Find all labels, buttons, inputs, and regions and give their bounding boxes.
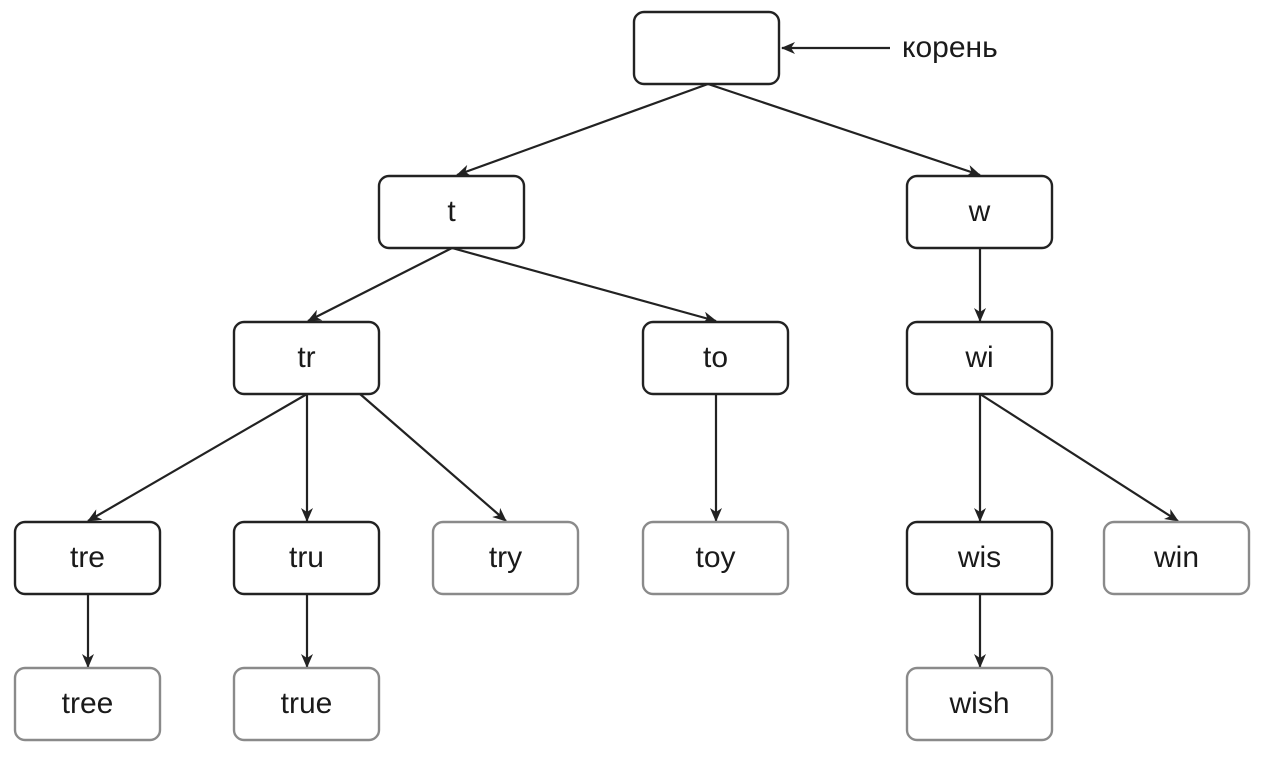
node-tr: tr (232, 320, 381, 396)
node-root (632, 10, 781, 86)
node-box (905, 666, 1054, 742)
root-pointer: корень (781, 31, 998, 64)
node-tre: tre (13, 520, 162, 596)
node-t: t (377, 174, 526, 250)
edge-tr-tre (87, 393, 308, 522)
node-tree: tree (13, 666, 162, 742)
edge-wi-win (979, 393, 1179, 522)
edge-t-tr (307, 247, 453, 322)
node-box (232, 320, 381, 396)
node-label: tree (62, 687, 114, 720)
node-box (13, 520, 162, 596)
node-label: wi (964, 341, 993, 374)
node-label: try (489, 541, 522, 574)
nodes: t w tr to wi tre tru try toy wis win tree true wish (13, 10, 1251, 742)
node-true: true (232, 666, 381, 742)
node-label: tru (289, 541, 324, 574)
edge-root-w (707, 82, 981, 177)
node-label: wis (957, 541, 1001, 574)
node-win: win (1102, 520, 1251, 596)
node-tru: tru (232, 520, 381, 596)
node-label: true (281, 687, 333, 720)
node-wis: wis (905, 520, 1054, 596)
node-label: win (1153, 541, 1199, 574)
edges (82, 82, 1179, 668)
node-box (905, 520, 1054, 596)
node-box (641, 520, 790, 596)
node-box (377, 174, 526, 250)
node-box (431, 520, 580, 596)
node-label: tr (297, 341, 315, 374)
node-toy: toy (641, 520, 790, 596)
node-to: to (641, 320, 790, 396)
edge-root-t (456, 82, 709, 177)
node-wi: wi (905, 320, 1054, 396)
node-box (905, 174, 1054, 250)
node-label: tre (70, 541, 105, 574)
node-box (1102, 520, 1251, 596)
node-box (632, 10, 781, 86)
node-label: wish (948, 687, 1009, 720)
node-label: t (447, 195, 456, 228)
node-box (905, 320, 1054, 396)
edge-tr-try (359, 393, 507, 522)
edge-t-to (451, 246, 717, 324)
node-box (232, 666, 381, 742)
root-label: корень (902, 31, 998, 64)
node-box (13, 666, 162, 742)
node-box (232, 520, 381, 596)
node-box (641, 320, 790, 396)
node-w: w (905, 174, 1054, 250)
node-label: w (968, 195, 991, 228)
node-try: try (431, 520, 580, 596)
node-label: toy (695, 541, 735, 574)
node-wish: wish (905, 666, 1054, 742)
node-label: to (703, 341, 728, 374)
